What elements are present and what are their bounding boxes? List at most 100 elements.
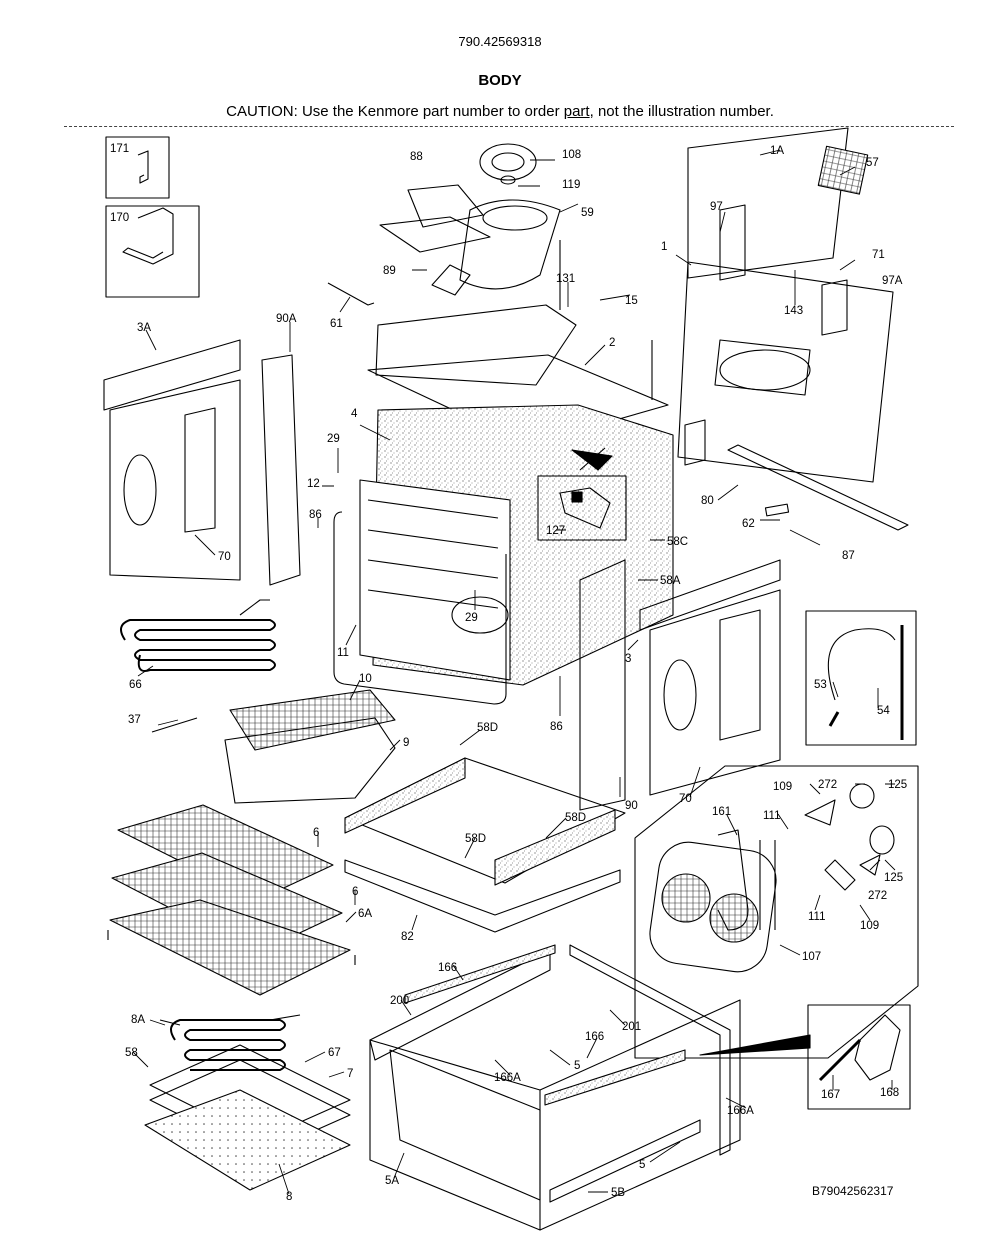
callout-label: 168 — [880, 1087, 899, 1099]
callout-label: 82 — [401, 931, 414, 943]
inset-box-170 — [105, 205, 200, 298]
callout-label: 125 — [884, 872, 903, 884]
callout-label: 58 — [125, 1047, 138, 1059]
callout-label: 5B — [611, 1187, 625, 1199]
callout-label: 88 — [410, 151, 423, 163]
broil-pan-insert-10 — [229, 689, 396, 751]
gasket-11 — [333, 511, 507, 705]
header-divider — [64, 126, 954, 127]
callout-label: 61 — [330, 318, 343, 330]
callout-label: 109 — [773, 781, 792, 793]
callout-label: 90 — [625, 800, 638, 812]
top-panel-131 — [375, 304, 577, 386]
callout-label: 58C — [667, 536, 688, 548]
callout-label: 109 — [860, 920, 879, 932]
callout-label: 66 — [129, 679, 142, 691]
callout-label: 5A — [385, 1175, 399, 1187]
callout-label: 9 — [403, 737, 409, 749]
caution-underlined-word: part — [563, 103, 590, 120]
callout-label: 29 — [327, 433, 340, 445]
callout-label: 15 — [625, 295, 638, 307]
callout-label: 167 — [821, 1089, 840, 1101]
callout-label: 170 — [110, 212, 129, 224]
callout-label: 97 — [710, 201, 723, 213]
callout-label: 3A — [137, 322, 151, 334]
inset-box-53-54 — [805, 610, 917, 746]
callout-label: 53 — [814, 679, 827, 691]
caution-prefix: CAUTION: Use the Kenmore part number to … — [226, 103, 564, 120]
bracket-87 — [727, 444, 909, 531]
callout-label: 6A — [358, 908, 372, 920]
duct-59 — [459, 199, 561, 290]
burner-108 — [479, 143, 537, 181]
callout-label: 29 — [465, 612, 478, 624]
callout-label: 272 — [868, 890, 887, 902]
callout-label: 67 — [328, 1047, 341, 1059]
oven-rack-6A — [109, 899, 351, 996]
callout-label: 57 — [866, 157, 879, 169]
callout-label: 11 — [337, 647, 349, 659]
callout-label: 107 — [802, 951, 821, 963]
bake-element-67 — [170, 1019, 286, 1071]
callout-labels: 171 170 88 108 119 59 1A 57 97 1 71 97A … — [110, 143, 907, 1203]
model-number: 790.42569318 — [458, 34, 542, 49]
caution-note: CAUTION: Use the Kenmore part number to … — [0, 103, 1000, 120]
broil-pan-9 — [224, 717, 396, 804]
callout-label: 54 — [877, 705, 890, 717]
section-title: BODY — [478, 72, 522, 89]
side-panel-3A — [109, 379, 241, 581]
callout-label: 200 — [390, 995, 409, 1007]
side-panel-3 — [649, 589, 781, 796]
callout-label: 58D — [477, 722, 498, 734]
callout-label: 70 — [218, 551, 231, 563]
drawer-frame-201 — [569, 944, 731, 1156]
callout-label: 171 — [110, 143, 129, 155]
broil-element-66 — [120, 619, 276, 672]
callout-label: 7 — [347, 1068, 353, 1080]
callout-label: 161 — [712, 806, 731, 818]
panel-90 — [579, 559, 626, 811]
callout-label: 58D — [565, 812, 586, 824]
callout-label: 58D — [465, 833, 486, 845]
callout-label: 3 — [625, 653, 631, 665]
callout-label: 131 — [556, 273, 575, 285]
callout-label: 59 — [581, 207, 594, 219]
callout-label: 89 — [383, 265, 396, 277]
cover-88 — [407, 184, 484, 228]
callout-label: 111 — [763, 810, 780, 822]
callout-label: 87 — [842, 550, 855, 562]
callout-label: 143 — [784, 305, 803, 317]
inset-box-167-168 — [807, 1004, 911, 1110]
callout-label: 80 — [701, 495, 714, 507]
callout-label: 272 — [818, 779, 837, 791]
caution-suffix: , not the illustration number. — [589, 103, 774, 120]
callout-label: 166 — [585, 1031, 604, 1043]
callout-label: 166A — [494, 1072, 521, 1084]
callout-label: 201 — [622, 1021, 641, 1033]
rail-166 — [404, 944, 556, 1004]
sensor-89 — [431, 264, 471, 296]
callout-label: 8 — [286, 1191, 292, 1203]
callout-label: 2 — [609, 337, 615, 349]
inset-box-convection-fan — [634, 765, 919, 1059]
callout-label: 1 — [661, 241, 667, 253]
callout-label: 6 — [313, 827, 319, 839]
callout-label: 58A — [660, 575, 681, 587]
callout-label: 62 — [742, 518, 755, 530]
inset-box-171 — [105, 136, 170, 199]
callout-label: 119 — [562, 179, 580, 191]
callout-label: 108 — [562, 149, 581, 161]
callout-label: 8A — [131, 1014, 145, 1026]
inset-box-127 — [537, 475, 627, 541]
callout-label: 70 — [679, 793, 692, 805]
callout-label: 111 — [808, 911, 825, 923]
callout-label: 166 — [438, 962, 457, 974]
drawer-frame-200 — [369, 949, 551, 1061]
panel-90A — [261, 354, 301, 586]
callout-label: 37 — [128, 714, 141, 726]
callout-label: 6 — [352, 886, 358, 898]
callout-label: 86 — [309, 509, 322, 521]
callout-label: 86 — [550, 721, 563, 733]
callout-label: 97A — [882, 275, 903, 287]
